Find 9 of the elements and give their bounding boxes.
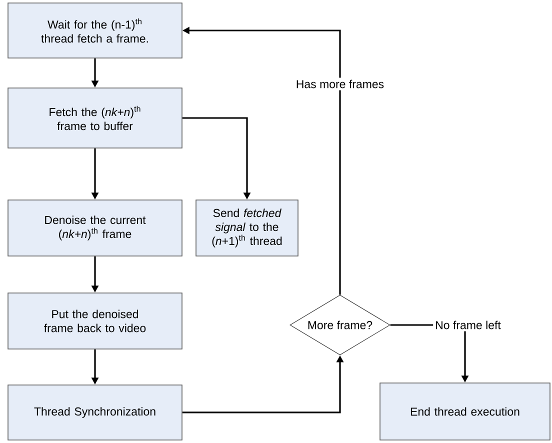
process-box: Send fetched signal to the (n+1)$^{th}$ thread xyxy=(196,200,298,256)
process-box: End thread execution xyxy=(380,382,550,440)
process-box: Put the denoised frame back to video xyxy=(8,292,182,350)
process-box: Wait for the (n-1)$^{th}$ thread fetch a frame. xyxy=(8,2,182,58)
edge-label: Has more frames xyxy=(294,78,386,90)
process-box: Fetch the (nk+n)$^{th}$ frame to buffer xyxy=(8,88,182,148)
process-box: Thread Synchronization xyxy=(8,384,182,440)
process-box: Denoise the current (nk+n)$^{th}$ frame xyxy=(8,200,182,256)
edge-label: No frame left xyxy=(433,318,503,332)
